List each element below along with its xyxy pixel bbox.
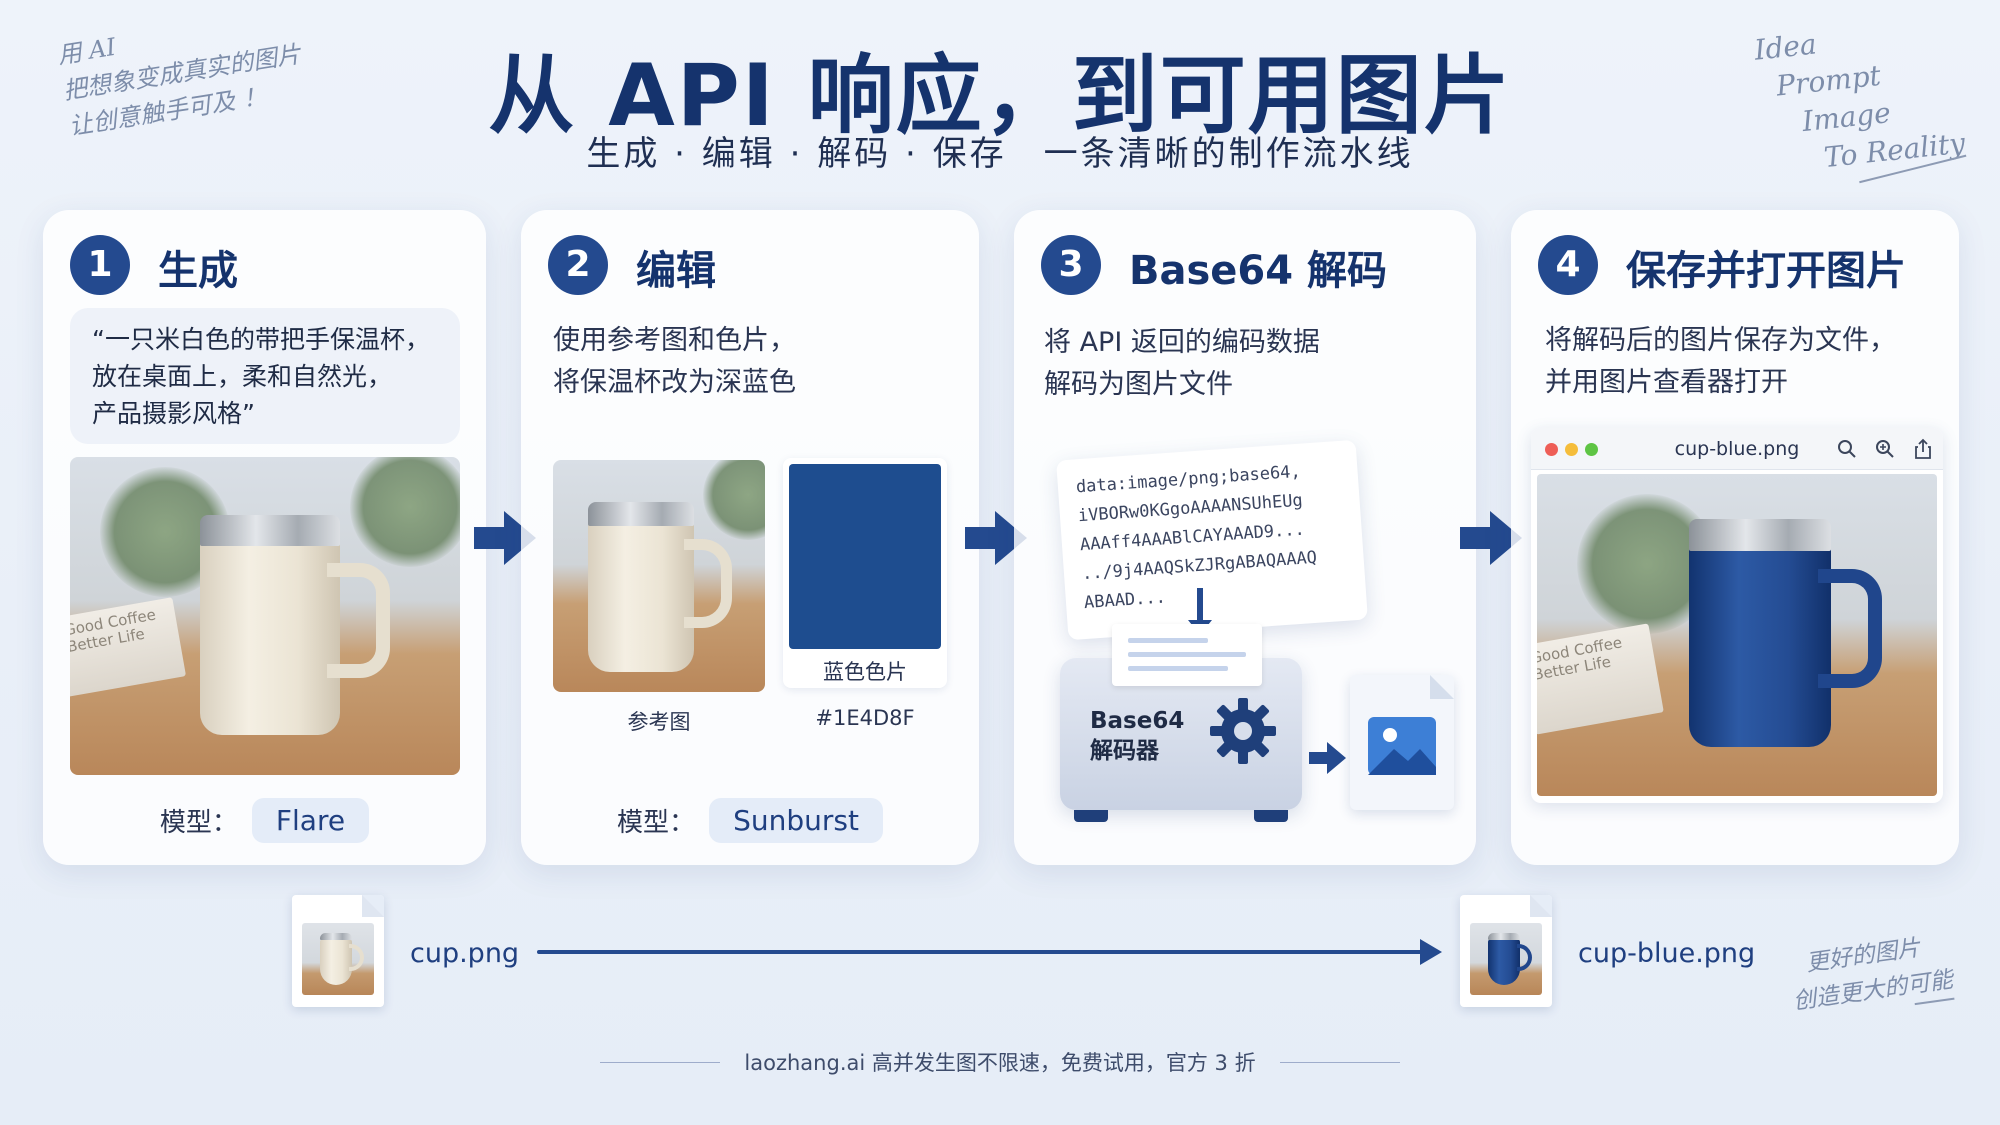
search-icon[interactable] <box>1835 437 1859 461</box>
mug-cream <box>200 515 391 735</box>
file-thumbnail-cup-blue <box>1460 895 1552 1007</box>
arrow-right-icon <box>1309 742 1346 774</box>
step-number-badge: 1 <box>70 235 130 295</box>
model-row: 模型： Flare <box>43 798 486 843</box>
gear-icon <box>1210 698 1276 764</box>
step-description: 将解码后的图片保存为文件， 并用图片查看器打开 <box>1545 325 1896 398</box>
zoom-in-icon[interactable] <box>1873 437 1897 461</box>
color-swatch <box>789 464 941 649</box>
minimize-window-button[interactable] <box>1565 443 1578 456</box>
book-cover: Good Coffee Better Life <box>70 597 187 697</box>
base64-decoder-machine: Base64 解码器 <box>1060 624 1302 822</box>
page-title: 从 API 响应，到可用图片 <box>488 46 1512 146</box>
plant-blur <box>350 457 460 567</box>
maximize-window-button[interactable] <box>1585 443 1598 456</box>
model-label: 模型： <box>617 808 696 838</box>
step-card-save: 4 保存并打开图片 将解码后的图片保存为文件， 并用图片查看器打开 cup-bl… <box>1511 210 1959 865</box>
handwritten-note-bottom-right: 更好的图片 创造更大的可能 <box>1791 935 1955 1015</box>
step-description: 将 API 返回的编码数据 解码为图片文件 <box>1044 327 1320 400</box>
step-title: Base64 解码 <box>1129 248 1388 294</box>
swatch-hex: #1E4D8F <box>815 706 915 730</box>
image-viewer-window: cup-blue.png Good Coffee Better Life <box>1531 428 1943 803</box>
mug-cream <box>320 933 364 985</box>
step-number-badge: 3 <box>1041 235 1101 295</box>
reference-caption: 参考图 <box>627 710 691 734</box>
blue-mug-photo: Good Coffee Better Life <box>1537 474 1937 796</box>
arrow-right-icon <box>965 511 1027 565</box>
image-file-icon <box>1350 675 1454 810</box>
step-title: 生成 <box>158 248 238 294</box>
footer: laozhang.ai 高并发生图不限速，免费试用，官方 3 折 <box>0 1047 2000 1077</box>
page-subtitle: 生成 · 编辑 · 解码 · 保存 一条清晰的制作流水线 <box>586 134 1414 174</box>
step-title: 编辑 <box>636 248 716 294</box>
step-title: 保存并打开图片 <box>1626 248 1906 294</box>
mug-blue <box>1689 519 1883 747</box>
prompt-quote: “一只米白色的带把手保温杯， 放在桌面上，柔和自然光， 产品摄影风格” <box>70 308 460 444</box>
color-swatch-card: 蓝色色片 <box>783 458 947 688</box>
flow-arrow-line <box>537 950 1427 954</box>
step-number-badge: 2 <box>548 235 608 295</box>
share-icon[interactable] <box>1911 437 1935 461</box>
arrow-down-icon <box>1188 588 1212 635</box>
footer-rule <box>1279 1061 1400 1063</box>
model-badge: Flare <box>251 798 370 843</box>
decoder-label: Base64 解码器 <box>1090 708 1185 764</box>
swatch-caption: 蓝色色片 <box>823 660 907 684</box>
paper-sheet <box>1112 624 1262 686</box>
footer-text: laozhang.ai 高并发生图不限速，免费试用，官方 3 折 <box>744 1051 1256 1075</box>
model-label: 模型： <box>159 808 238 838</box>
arrow-right-icon <box>1460 511 1522 565</box>
flow-arrow-head <box>1420 939 1442 965</box>
file-thumbnail-cup <box>292 895 384 1007</box>
arrow-right-icon <box>474 511 536 565</box>
book-cover: Good Coffee Better Life <box>1537 623 1664 735</box>
step-number-badge: 4 <box>1538 235 1598 295</box>
target-file-name: cup-blue.png <box>1578 938 1756 969</box>
step-card-generate: 1 生成 “一只米白色的带把手保温杯， 放在桌面上，柔和自然光， 产品摄影风格”… <box>43 210 486 865</box>
step-card-edit: 2 编辑 使用参考图和色片， 将保温杯改为深蓝色 参考图 蓝色色片 #1E4D8… <box>521 210 979 865</box>
mug-cream <box>588 502 733 672</box>
step-card-decode: 3 Base64 解码 将 API 返回的编码数据 解码为图片文件 data:i… <box>1014 210 1476 865</box>
model-badge: Sunburst <box>709 798 883 843</box>
reference-photo <box>553 460 765 692</box>
mug-blue <box>1488 933 1532 985</box>
source-file-name: cup.png <box>410 938 520 969</box>
model-row: 模型： Sunburst <box>521 798 979 843</box>
close-window-button[interactable] <box>1545 443 1558 456</box>
footer-rule <box>600 1061 721 1063</box>
generated-mug-photo: Good Coffee Better Life <box>70 457 460 775</box>
viewer-filename: cup-blue.png <box>1674 438 1800 460</box>
step-description: 使用参考图和色片， 将保温杯改为深蓝色 <box>553 325 796 398</box>
viewer-titlebar: cup-blue.png <box>1531 428 1943 470</box>
plant-blur <box>703 460 765 540</box>
